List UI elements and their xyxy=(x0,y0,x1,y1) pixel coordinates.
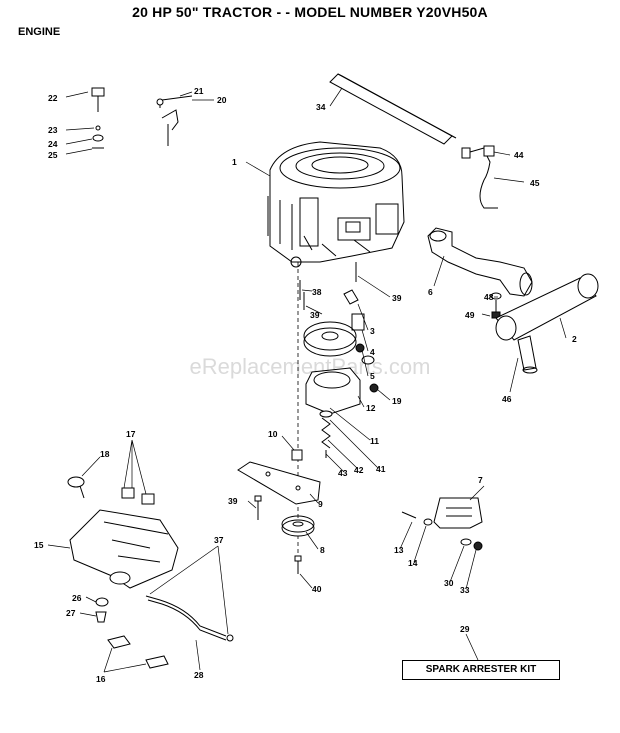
page-title: 20 HP 50" TRACTOR - - MODEL NUMBER Y20VH… xyxy=(132,4,488,20)
parts-22-25-fasteners xyxy=(91,87,105,149)
callout-49: 49 xyxy=(465,310,475,320)
callout-44: 44 xyxy=(514,150,524,160)
callout-21: 21 xyxy=(194,86,204,96)
callout-39-lower: 39 xyxy=(228,496,238,506)
parts-16-blocks xyxy=(107,635,169,669)
part-28-fuel-line xyxy=(145,595,234,642)
parts-20-21-linkage xyxy=(156,95,193,146)
watermark: eReplacementParts.com xyxy=(189,354,431,379)
callout-39-middle: 39 xyxy=(310,310,320,320)
callout-30: 30 xyxy=(444,578,454,588)
callout-25: 25 xyxy=(48,150,58,160)
callout-11: 11 xyxy=(370,436,379,446)
callout-1: 1 xyxy=(232,157,237,167)
callout-33: 33 xyxy=(460,585,470,595)
part-8-idler-pulley xyxy=(281,515,315,537)
callout-20: 20 xyxy=(217,95,227,105)
callout-45: 45 xyxy=(530,178,540,188)
part-12-electric-clutch xyxy=(305,367,379,415)
callout-4: 4 xyxy=(370,347,375,357)
callout-42: 42 xyxy=(354,465,364,475)
part-15-housing xyxy=(69,509,179,589)
part-39-bolt-lower xyxy=(254,495,262,520)
part-34-strip xyxy=(329,73,457,145)
part-2-muffler xyxy=(495,273,599,374)
part-1-engine xyxy=(267,141,405,268)
callout-26: 26 xyxy=(72,593,82,603)
callout-27: 27 xyxy=(66,608,76,618)
parts-17-connectors xyxy=(121,487,155,505)
callout-16: 16 xyxy=(96,674,106,684)
callout-2: 2 xyxy=(572,334,577,344)
callout-5: 5 xyxy=(370,371,375,381)
callout-43: 43 xyxy=(338,468,348,478)
callout-17: 17 xyxy=(126,429,136,439)
engine-pulley xyxy=(303,321,357,357)
callout-37: 37 xyxy=(214,535,224,545)
callout-3: 3 xyxy=(370,326,375,336)
callout-28: 28 xyxy=(194,670,204,680)
callout-39-upper: 39 xyxy=(392,293,402,303)
callout-13: 13 xyxy=(394,545,404,555)
callout-12: 12 xyxy=(366,403,376,413)
callout-10: 10 xyxy=(268,429,278,439)
callout-48: 48 xyxy=(484,292,494,302)
spark-arrester-kit-label: SPARK ARRESTER KIT xyxy=(402,660,560,680)
parts-38-39-bolts xyxy=(299,262,357,310)
callout-19: 19 xyxy=(392,396,402,406)
callout-7: 7 xyxy=(478,475,483,485)
part-10-spacer xyxy=(291,449,303,461)
callout-8: 8 xyxy=(320,545,325,555)
parts-11-41-42-43-hardware xyxy=(319,410,333,458)
callout-14: 14 xyxy=(408,558,418,568)
parts-44-45-plug-wire xyxy=(461,145,498,209)
section-heading: ENGINE xyxy=(18,26,61,38)
callout-41: 41 xyxy=(376,464,386,474)
part-6-exhaust-pipe xyxy=(427,227,533,297)
callout-40: 40 xyxy=(312,584,322,594)
parts-26-27-fasteners xyxy=(95,597,109,623)
part-18-clip xyxy=(67,476,85,499)
callout-46: 46 xyxy=(502,394,512,404)
callout-23: 23 xyxy=(48,125,58,135)
callout-38: 38 xyxy=(312,287,322,297)
parts-48-49-fasteners xyxy=(490,292,502,319)
callout-18: 18 xyxy=(100,449,110,459)
callout-34: 34 xyxy=(316,102,326,112)
callout-24: 24 xyxy=(48,139,58,149)
part-40-bolt xyxy=(294,555,302,574)
callout-6: 6 xyxy=(428,287,433,297)
part-7-arrester-bracket xyxy=(433,497,483,529)
callout-22: 22 xyxy=(48,93,58,103)
callout-29: 29 xyxy=(460,624,470,634)
part-9-bracket xyxy=(237,461,321,505)
callout-9: 9 xyxy=(318,499,323,509)
parts-13-14-30-33-fasteners xyxy=(401,511,483,551)
callout-15: 15 xyxy=(34,540,44,550)
